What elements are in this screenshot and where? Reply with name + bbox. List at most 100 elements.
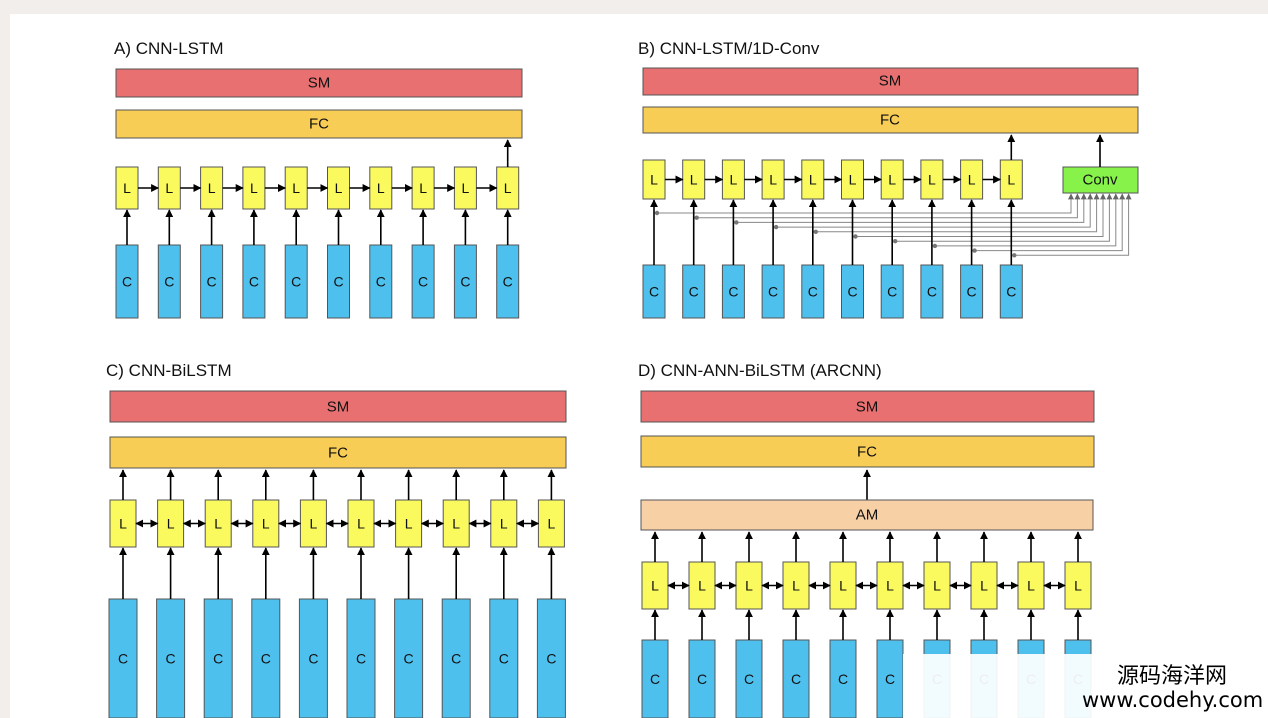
- cnn-box: [441, 598, 471, 718]
- skip-connection-dot: [654, 210, 660, 216]
- lstm-box-label: L: [886, 578, 894, 594]
- lstm-box: [641, 561, 669, 610]
- lstm-box-label: L: [214, 516, 222, 532]
- panel-b-softmax-layer: [642, 67, 1139, 96]
- panel-d-faded-corner: [903, 654, 1113, 718]
- panel-d-softmax-label: SM: [856, 399, 879, 416]
- skip-connection-line: [971, 193, 1126, 252]
- panel-b-fc-label: FC: [880, 112, 900, 129]
- lstm-box-label: L: [651, 578, 659, 594]
- panel-c-fc-layer: [109, 436, 567, 469]
- panel-c-fc-label: FC: [328, 445, 348, 462]
- cnn-box-label: C: [791, 671, 801, 687]
- cnn-box: [298, 598, 328, 718]
- skip-connection-dot: [694, 215, 699, 220]
- cnn-box-label: C: [689, 284, 699, 300]
- skip-connection-dot: [1012, 253, 1017, 258]
- cnn-box-label: C: [887, 284, 897, 300]
- cnn-box-label: C: [697, 671, 707, 687]
- panel-d-attention-layer: [640, 499, 1094, 531]
- skip-connection-line: [852, 193, 1106, 237]
- skip-connection-dot: [893, 239, 898, 244]
- panel-b-title: B) CNN-LSTM/1D-Conv: [638, 39, 820, 58]
- watermark-url: www.codehy.com: [1082, 687, 1264, 712]
- lstm-box-label: L: [730, 172, 738, 188]
- cnn-box-label: C: [376, 274, 386, 290]
- lstm-box-label: L: [690, 172, 698, 188]
- cnn-box: [735, 639, 763, 718]
- panel-d: D) CNN-ANN-BiLSTM (ARCNN) SM FC AM CLCLC…: [638, 361, 1113, 718]
- lstm-box-label: L: [650, 172, 658, 188]
- lstm-box-label: L: [500, 516, 508, 532]
- panel-b-fc-layer: [642, 106, 1139, 134]
- cnn-box-label: C: [207, 274, 217, 290]
- lstm-box-label: L: [462, 180, 470, 196]
- lstm-box-label: L: [377, 180, 385, 196]
- lstm-box-label: L: [167, 516, 175, 532]
- skip-connection-line: [1011, 193, 1132, 256]
- cnn-box-label: C: [122, 274, 132, 290]
- skip-connection-line: [654, 193, 1074, 214]
- lstm-box-label: L: [1007, 172, 1015, 188]
- panel-d-title: D) CNN-ANN-BiLSTM (ARCNN): [638, 361, 882, 380]
- lstm-box-label: L: [419, 180, 427, 196]
- cnn-box-label: C: [404, 651, 414, 667]
- lstm-box-label: L: [968, 172, 976, 188]
- lstm-box-label: L: [310, 516, 318, 532]
- cnn-box-label: C: [808, 284, 818, 300]
- cnn-box-label: C: [649, 284, 659, 300]
- lstm-box: [537, 499, 565, 548]
- lstm-box-label: L: [933, 578, 941, 594]
- panel-c-softmax-layer: [109, 390, 567, 423]
- cnn-box: [782, 639, 810, 718]
- cnn-box-label: C: [768, 284, 778, 300]
- panel-b-softmax-label: SM: [879, 73, 902, 90]
- cnn-box-label: C: [885, 671, 895, 687]
- skip-connection-line: [812, 193, 1100, 233]
- lstm-box-label: L: [292, 180, 300, 196]
- lstm-box-label: L: [335, 180, 343, 196]
- panel-b-skip-connections: [654, 193, 1132, 258]
- lstm-box: [299, 499, 327, 548]
- skip-connection-dot: [932, 243, 938, 249]
- watermark: 源码海洋网 www.codehy.com: [1082, 664, 1264, 712]
- panel-d-attention-label: AM: [856, 507, 879, 524]
- cnn-box-label: C: [967, 284, 977, 300]
- cnn-box-label: C: [356, 651, 366, 667]
- lstm-box: [157, 499, 185, 548]
- lstm-box-label: L: [928, 172, 936, 188]
- cnn-box-label: C: [418, 274, 428, 290]
- cnn-box-label: C: [503, 274, 513, 290]
- lstm-box-label: L: [769, 172, 777, 188]
- lstm-box: [970, 561, 998, 610]
- skip-connection-dot: [813, 229, 818, 234]
- skip-connection-dot: [853, 234, 858, 239]
- skip-connection-dot: [734, 220, 739, 225]
- panel-a-softmax-layer: [115, 68, 523, 98]
- lstm-box-label: L: [745, 578, 753, 594]
- lstm-box-label: L: [1074, 578, 1082, 594]
- panel-a-fc-layer: [115, 109, 523, 139]
- cnn-box-label: C: [728, 284, 738, 300]
- panel-c-title: C) CNN-BiLSTM: [106, 361, 232, 380]
- cnn-box-label: C: [460, 274, 470, 290]
- cnn-box-label: C: [333, 274, 343, 290]
- lstm-box: [829, 561, 857, 610]
- lstm-box-label: L: [849, 172, 857, 188]
- cnn-box: [489, 598, 519, 718]
- lstm-box-label: L: [452, 516, 460, 532]
- cnn-box: [108, 598, 138, 718]
- lstm-box-label: L: [123, 180, 131, 196]
- skip-connection-line: [693, 193, 1081, 219]
- cnn-box-label: C: [838, 671, 848, 687]
- cnn-box-label: C: [650, 671, 660, 687]
- cnn-box-label: C: [166, 651, 176, 667]
- lstm-box-label: L: [357, 516, 365, 532]
